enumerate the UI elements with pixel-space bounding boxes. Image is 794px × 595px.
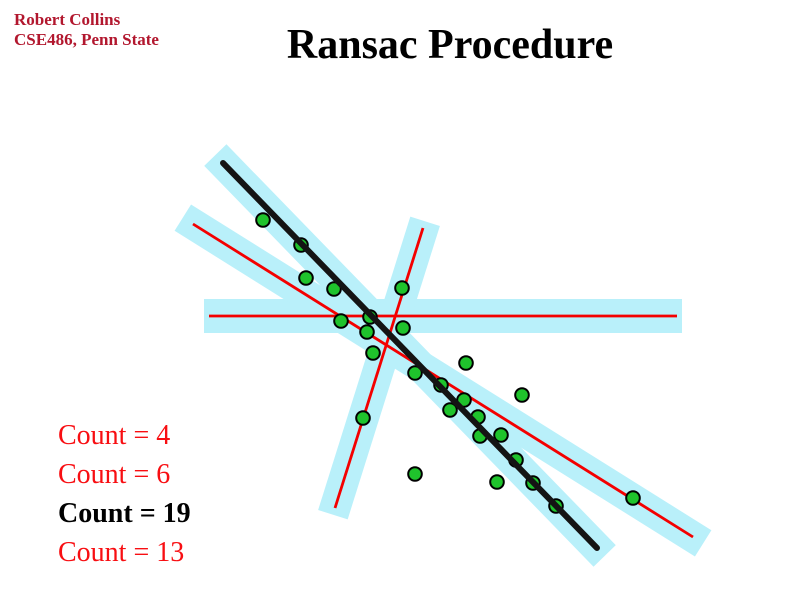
page-title: Ransac Procedure	[286, 22, 614, 68]
data-point-16	[442, 402, 458, 418]
data-point-18	[514, 387, 530, 403]
data-point-4	[326, 281, 342, 297]
data-point-6	[333, 313, 349, 329]
data-point-10	[365, 345, 381, 361]
count-line-4: Count = 13	[58, 537, 185, 568]
data-point-5	[394, 280, 410, 296]
credit-author: Robert Collins	[14, 10, 121, 29]
data-point-9	[395, 320, 411, 336]
data-point-14	[458, 355, 474, 371]
data-point-25	[407, 466, 423, 482]
count-line-1: Count = 4	[58, 420, 171, 451]
count-line-2: Count = 6	[58, 459, 171, 490]
data-point-22	[489, 474, 505, 490]
data-point-26	[625, 490, 641, 506]
candidate-line-steep	[333, 227, 425, 509]
data-point-20	[493, 427, 509, 443]
count-line-3: Count = 19	[58, 498, 191, 529]
data-point-11	[355, 410, 371, 426]
credit-course: CSE486, Penn State	[14, 30, 159, 49]
best-fit-line	[220, 160, 600, 551]
data-point-12	[407, 365, 423, 381]
slide-credit: Robert Collins CSE486, Penn State	[14, 10, 159, 50]
count-list: Count = 4 Count = 6 Count = 19 Count = 1…	[58, 416, 191, 572]
data-point-8	[359, 324, 375, 340]
data-point-1	[255, 212, 271, 228]
data-point-3	[298, 270, 314, 286]
